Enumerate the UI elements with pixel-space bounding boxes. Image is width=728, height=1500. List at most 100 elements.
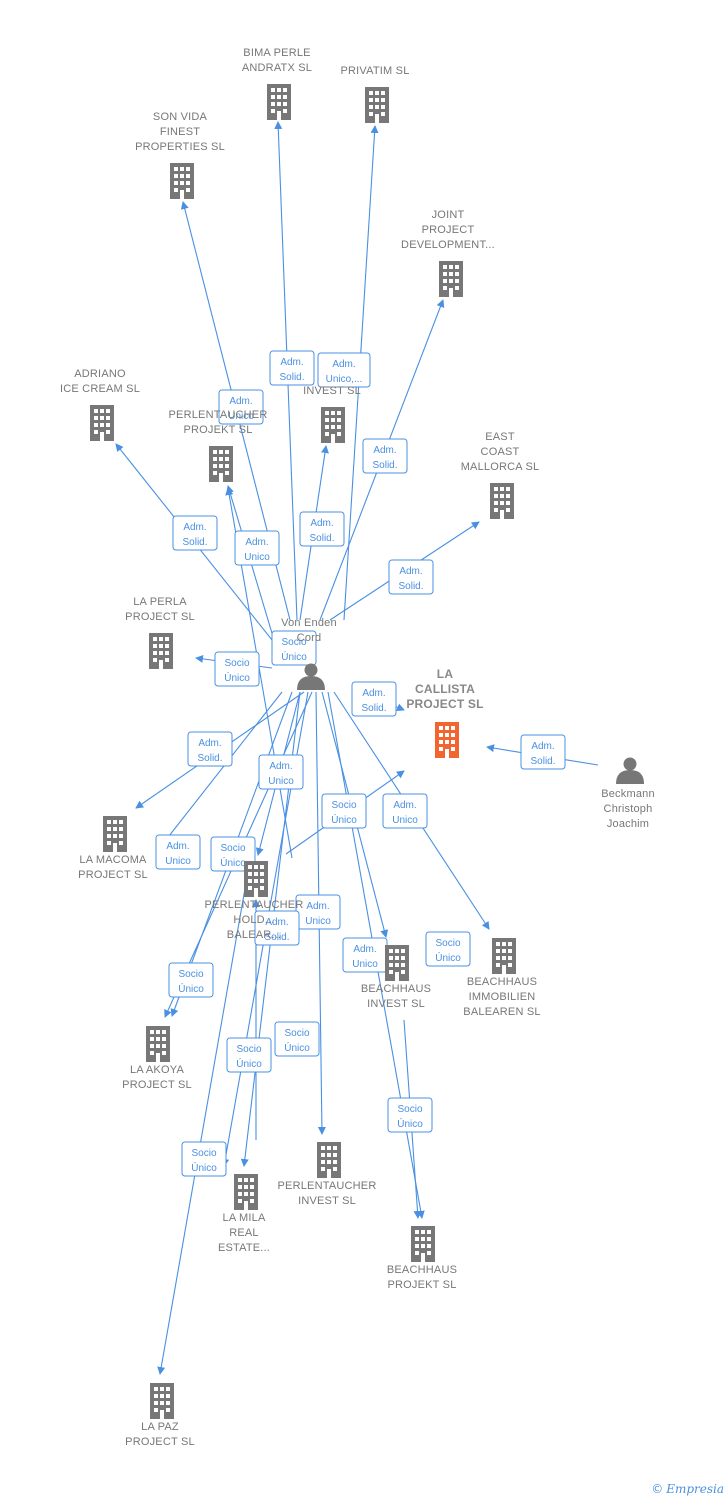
relation-badge-text: Solid. (361, 703, 386, 714)
relation-badge-text: Unico (352, 959, 378, 970)
relation-badge-text: Adm. (166, 841, 189, 852)
node-label: BALEAR... (227, 929, 281, 941)
relation-badge-text: Socio (331, 800, 356, 811)
relation-badge[interactable]: Adm.Unico,... (317, 352, 371, 388)
node-label: Christoph (604, 803, 653, 815)
brand-logo[interactable]: Empresia (666, 1482, 724, 1496)
node-label: BEACHHAUS (387, 1264, 457, 1276)
relation-badge-text: Único (178, 982, 204, 995)
node-perlholding[interactable]: PERLENTAUCHER HOLD... BALEAR... (205, 861, 304, 941)
node-label: BALEAREN SL (463, 1006, 540, 1018)
building-icon (365, 87, 389, 123)
node-label: ANDRATX SL (242, 62, 312, 74)
node-lamacoma[interactable]: LA MACOMA PROJECT SL (78, 816, 148, 881)
relation-badge-text: Socio (220, 843, 245, 854)
relation-badge-text: Unico (268, 776, 294, 787)
relation-badge[interactable]: Adm.Solid. (520, 734, 566, 770)
node-label: PERLENTAUCHER (278, 1180, 377, 1192)
footer-brand: ©Empresia (651, 1482, 724, 1496)
node-joint[interactable]: JOINTPROJECTDEVELOPMENT... (401, 209, 495, 297)
relation-badge[interactable]: Adm. Unico (155, 834, 201, 870)
node-privatim[interactable]: PRIVATIM SL (340, 65, 409, 123)
relation-badge-text: Único (331, 813, 357, 826)
relation-badge-text: Adm. (332, 359, 355, 370)
relation-badge-text: Solid. (279, 372, 304, 383)
relation-badge[interactable]: Adm.Solid. (254, 910, 300, 946)
node-label: JOINT (432, 209, 465, 221)
building-icon (267, 84, 291, 120)
relation-badge-text: Socio (191, 1148, 216, 1159)
relation-edge (157, 859, 251, 1375)
node-label: IMMOBILIEN (469, 991, 536, 1003)
relation-badge[interactable]: Adm.Unico (382, 793, 428, 829)
relation-badge-text: Socio (178, 969, 203, 980)
relation-badge[interactable]: Adm.Solid. (187, 731, 233, 767)
building-icon (490, 483, 514, 519)
node-label: HOLD... (233, 914, 274, 926)
relation-badge[interactable]: Adm.Unico (234, 530, 280, 566)
building-icon (244, 861, 268, 897)
node-invest[interactable]: INVEST SL (303, 385, 361, 443)
relation-badge-text: Adm. (353, 944, 376, 955)
node-label: BIMA PERLE (243, 47, 310, 59)
node-beachimmo[interactable]: BEACHHAUS IMMOBILIEN BALEAREN SL (463, 938, 541, 1018)
relation-badge-text: Unico (305, 916, 331, 927)
relation-badge-text: Adm. (245, 537, 268, 548)
relation-badge[interactable]: Adm. Unico (342, 937, 388, 973)
node-label: LA AKOYA (130, 1064, 184, 1076)
relation-badge-text: Adm. (362, 688, 385, 699)
node-label: EAST (485, 431, 515, 443)
relation-edge (157, 691, 283, 851)
relation-badge[interactable]: Adm.Unico (218, 389, 264, 425)
node-label: PROJECT SL (406, 697, 483, 711)
relation-badge[interactable]: Adm.Solid. (299, 511, 345, 547)
relation-badge[interactable]: Adm.Solid. (388, 559, 434, 595)
building-icon (90, 405, 114, 441)
node-label: PERLENTAUCHER (205, 899, 304, 911)
relation-badge[interactable]: Adm.Solid. (362, 438, 408, 474)
relation-badge-text: Socio (284, 1028, 309, 1039)
relation-badge-text: Único (220, 856, 246, 869)
relation-badge-text: Adm. (531, 741, 554, 752)
node-label: BEACHHAUS (467, 976, 537, 988)
relation-badge[interactable]: Adm.Unico (295, 894, 341, 930)
node-label: INVEST SL (367, 998, 425, 1010)
node-lamila[interactable]: LA MILAREALESTATE... (218, 1174, 270, 1254)
relation-badge-text: Unico (165, 856, 191, 867)
node-label: Von Enden (281, 617, 337, 629)
node-label: LA MACOMA (79, 854, 147, 866)
relation-badge[interactable]: Adm.Solid. (269, 350, 315, 386)
relation-badge[interactable]: Adm.Solid. (172, 515, 218, 551)
relation-badge[interactable]: Adm. Solid. (351, 681, 397, 717)
badge-layer: Adm.Solid.Adm.Unico,...Adm.UnicoAdm.Soli… (155, 350, 566, 1177)
relation-badge-text: Único (281, 650, 307, 663)
node-label: ICE CREAM SL (60, 383, 140, 395)
node-label: PROJECT SL (78, 869, 148, 881)
relation-badge-text: Socio (435, 938, 460, 949)
node-label: ESTATE... (218, 1242, 270, 1254)
relation-badge[interactable]: Adm.Unico (258, 754, 304, 790)
node-bima[interactable]: BIMA PERLE ANDRATX SL (242, 47, 312, 120)
